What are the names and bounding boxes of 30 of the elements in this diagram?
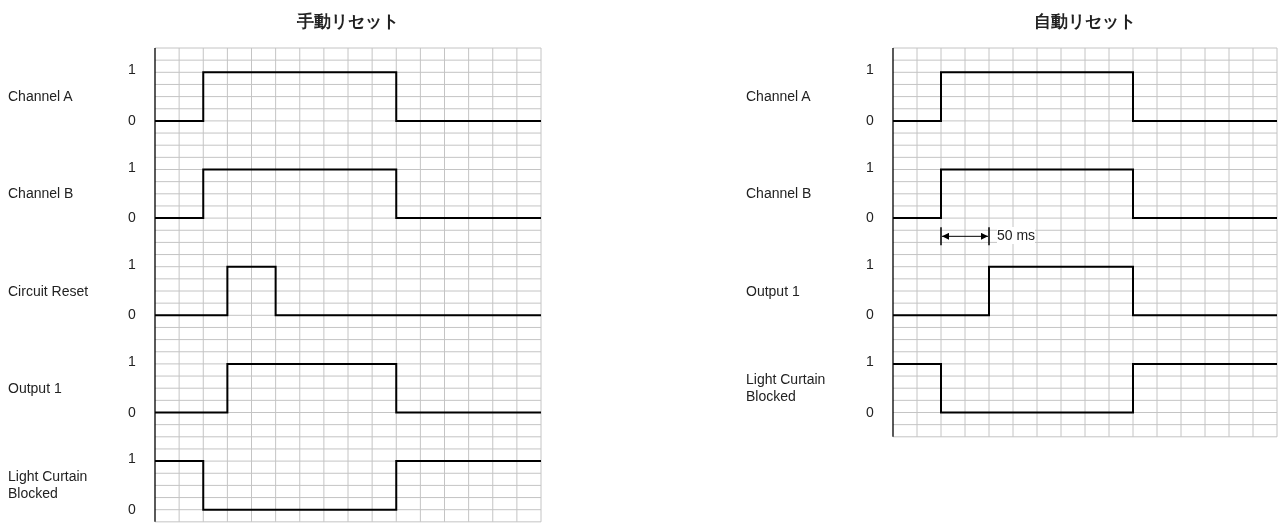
logic-level-label: 1 bbox=[128, 255, 136, 273]
signal-name: Light Curtain Blocked bbox=[8, 468, 89, 503]
signal-name: Output 1 bbox=[746, 282, 801, 300]
logic-level-label: 0 bbox=[128, 403, 136, 421]
dimension-label: 50 ms bbox=[997, 227, 1036, 245]
panel-title: 自動リセット bbox=[1034, 12, 1136, 32]
logic-level-label: 0 bbox=[128, 500, 136, 518]
logic-level-label: 1 bbox=[866, 61, 874, 79]
logic-level-label: 0 bbox=[866, 403, 874, 421]
panel-title: 手動リセット bbox=[297, 12, 399, 32]
logic-level-label: 1 bbox=[128, 158, 136, 176]
signal-name: Channel B bbox=[746, 185, 813, 203]
signal-name: Channel A bbox=[8, 88, 74, 106]
signal-name: Channel A bbox=[746, 88, 812, 106]
signal-name: Channel B bbox=[8, 185, 75, 203]
logic-level-label: 1 bbox=[866, 255, 874, 273]
logic-level-label: 1 bbox=[128, 352, 136, 370]
signal-name: Light Curtain Blocked bbox=[746, 371, 827, 406]
signal-name: Output 1 bbox=[8, 379, 63, 397]
logic-level-label: 1 bbox=[128, 450, 136, 468]
logic-level-label: 0 bbox=[866, 306, 874, 324]
logic-level-label: 1 bbox=[866, 352, 874, 370]
signal-name: Circuit Reset bbox=[8, 282, 90, 300]
logic-level-label: 0 bbox=[866, 209, 874, 227]
logic-level-label: 0 bbox=[866, 111, 874, 129]
logic-level-label: 0 bbox=[128, 306, 136, 324]
logic-level-label: 0 bbox=[128, 111, 136, 129]
logic-level-label: 1 bbox=[866, 158, 874, 176]
logic-level-label: 0 bbox=[128, 209, 136, 227]
logic-level-label: 1 bbox=[128, 61, 136, 79]
